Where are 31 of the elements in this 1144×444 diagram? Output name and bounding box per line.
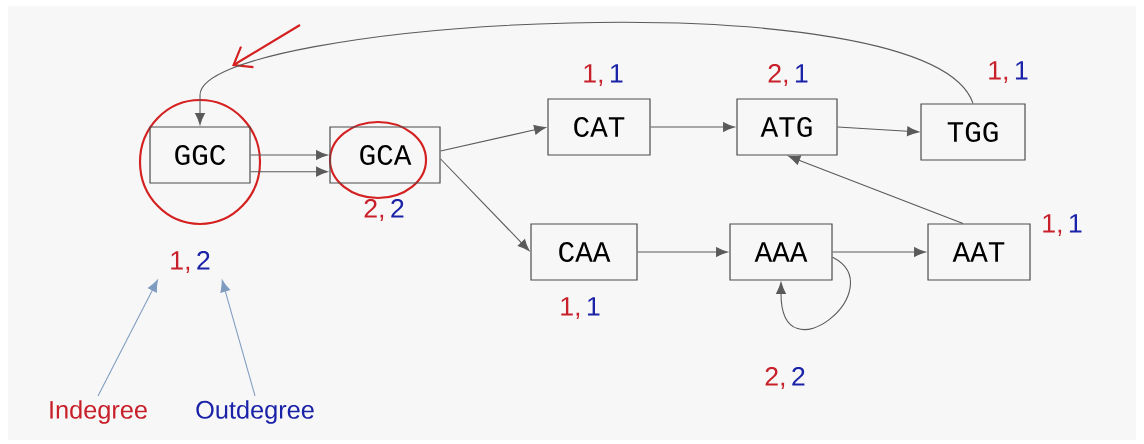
sequence-box: GGC [149,126,251,184]
arrow [440,125,546,152]
arrow [832,247,926,257]
arrow [650,122,735,132]
term-label: Indegree [50,400,147,424]
leader-line [220,280,256,397]
sequence-box: CAA [530,223,638,281]
sequence-box: TGG [920,103,1026,161]
arrow [837,126,919,137]
arrow [250,150,328,160]
leader-line [97,279,158,397]
degree-label: 2, 2 [364,199,404,221]
degree-label: 2, 2 [765,367,805,389]
arrow [788,155,964,224]
degree-label: 1, 1 [584,64,623,86]
term-label: Outdegree [196,400,314,424]
sequence-box: CAT [547,98,651,156]
arrow [250,166,328,177]
arrow [195,22,974,125]
degree-label: 1, 1 [561,297,600,319]
degree-label: 1, 1 [989,61,1028,83]
degree-label: 2, 1 [768,64,808,86]
sequence-box: GCA [329,126,441,184]
arrow [776,256,851,330]
sequence-box: ATG [736,98,838,156]
degree-label: 1, 2 [171,251,210,273]
degree-label: 1, 1 [1043,214,1082,236]
sequence-box: AAT [927,223,1031,281]
arrow [440,158,530,252]
sequence-box: AAA [729,223,833,281]
arrow [637,247,728,257]
